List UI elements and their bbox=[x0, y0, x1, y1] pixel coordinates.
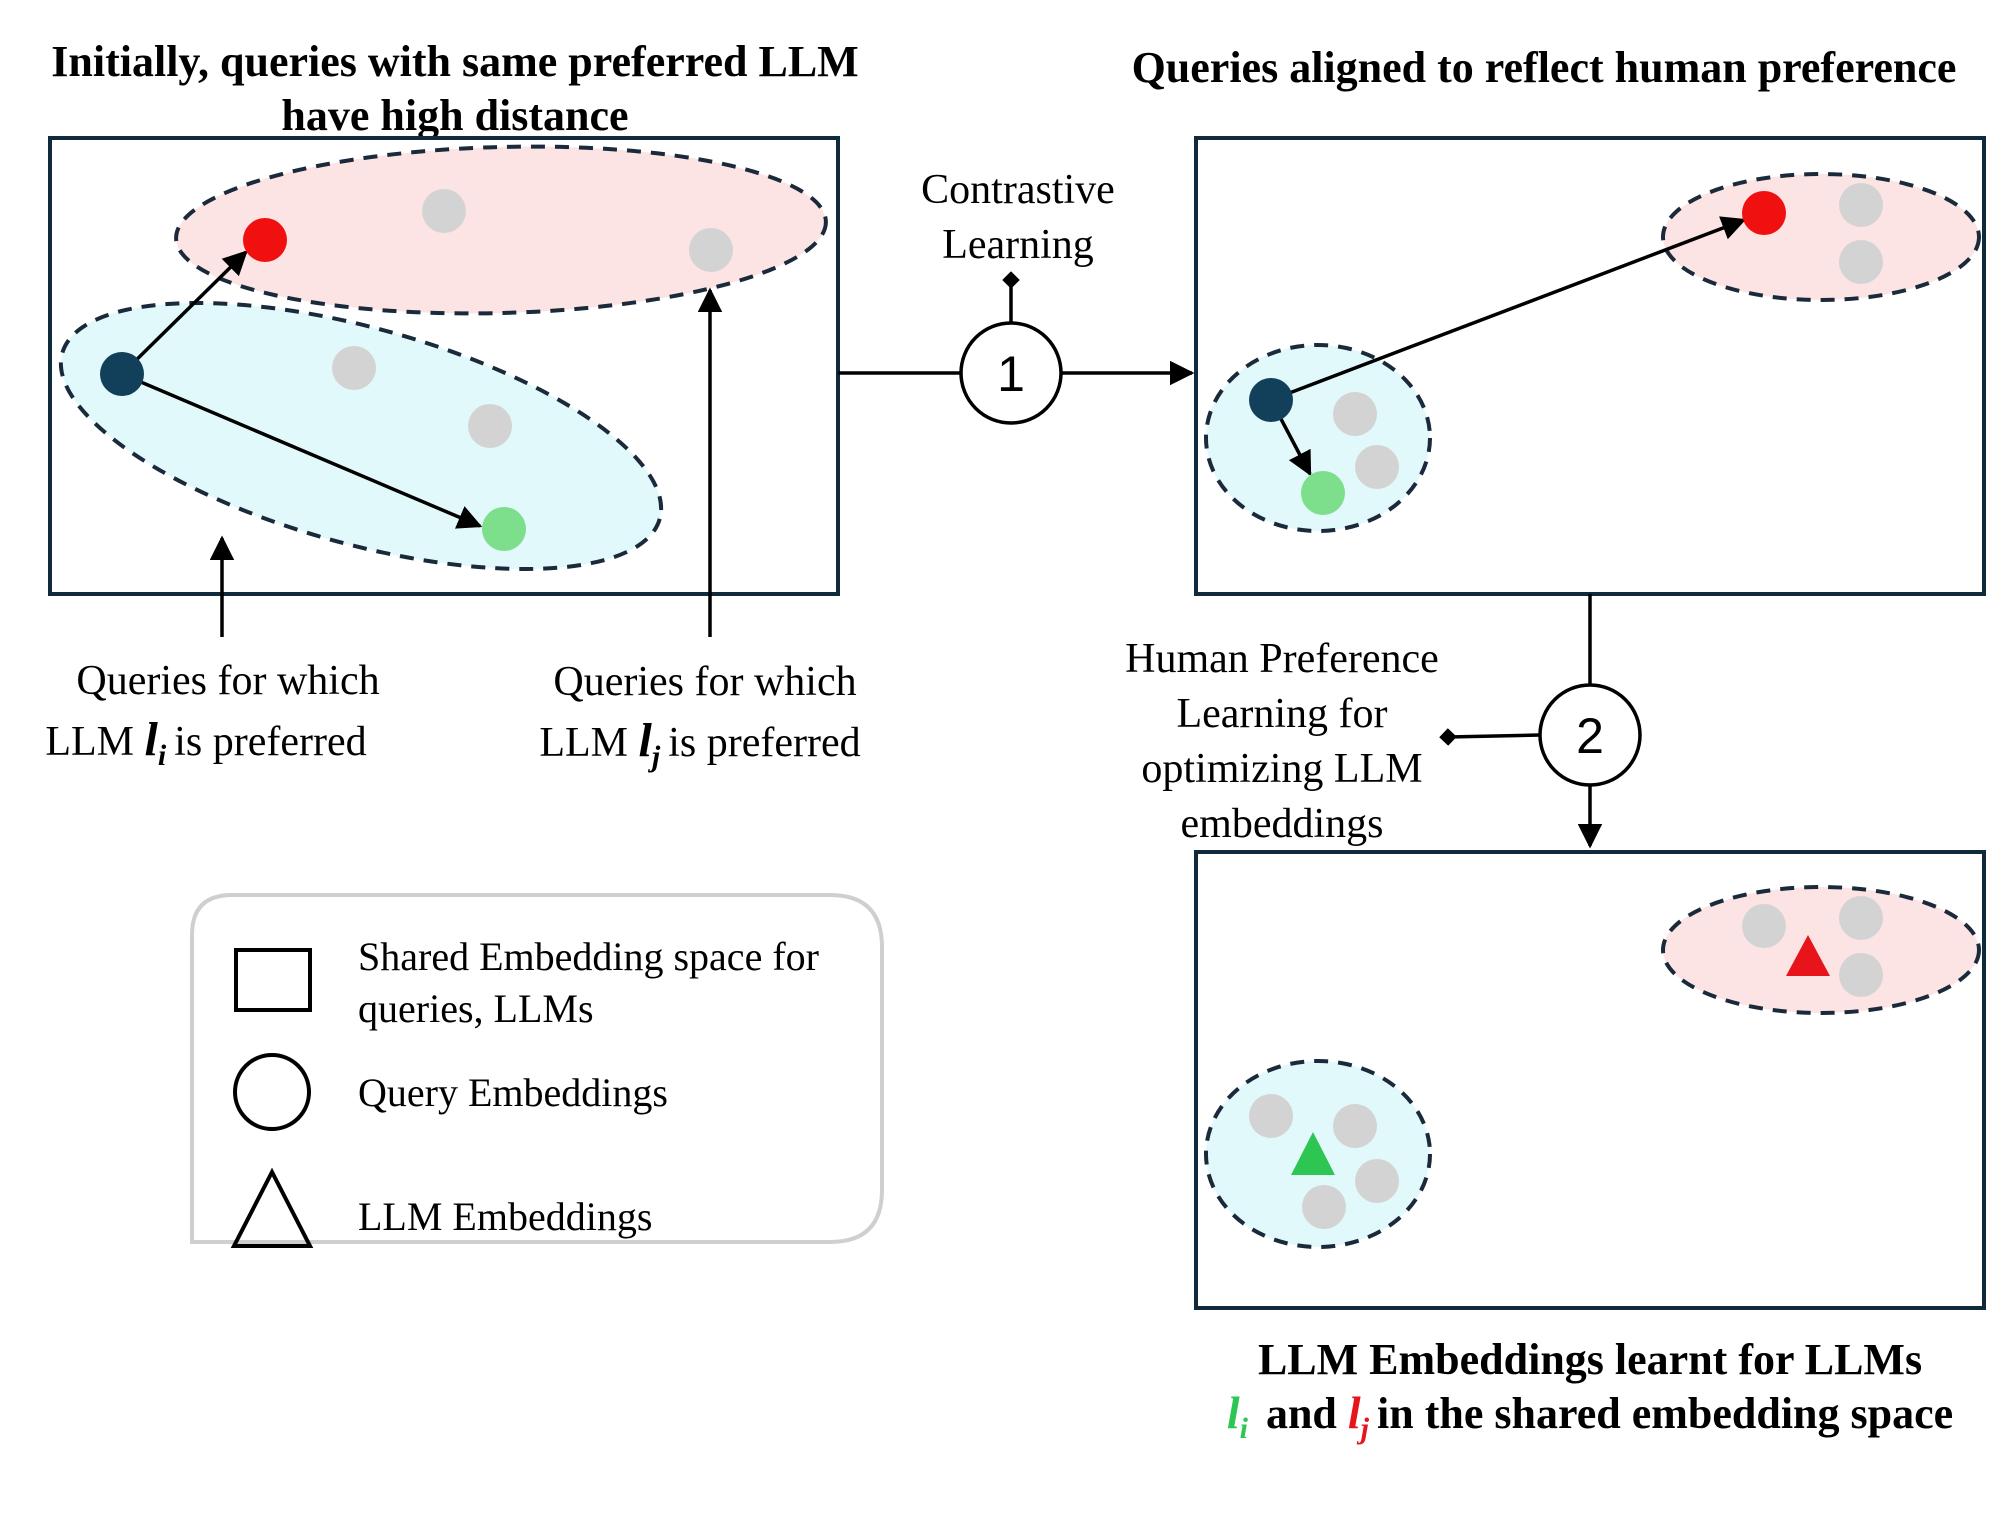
li-query-dot bbox=[482, 507, 526, 551]
initial-embedding-panel bbox=[48, 136, 840, 596]
lj-annotation-line1: Queries for which bbox=[553, 659, 856, 705]
cluster-lj-aligned bbox=[1661, 172, 1981, 302]
neutral-query-dot bbox=[1839, 183, 1883, 227]
cluster-lj-initial bbox=[174, 144, 828, 316]
legend-circle-label: Query Embeddings bbox=[358, 1070, 668, 1115]
distance-arrow-to-lj-query bbox=[120, 250, 248, 376]
left-panel-title-line1: Initially, queries with same preferred L… bbox=[51, 37, 858, 86]
step2-label-line1: Human Preference bbox=[1125, 636, 1439, 682]
step1-label-line2: Learning bbox=[942, 222, 1094, 268]
neutral-query-dot bbox=[1742, 904, 1786, 948]
neutral-query-dot bbox=[1355, 445, 1399, 489]
anchor-query-dot bbox=[1249, 378, 1293, 422]
anchor-query-dot bbox=[100, 352, 144, 396]
neutral-query-dot bbox=[1333, 1104, 1377, 1148]
left-panel-title-line2: have high distance bbox=[281, 91, 628, 140]
legend: Shared Embedding space for queries, LLMs… bbox=[190, 893, 884, 1248]
aligned-embedding-panel bbox=[1194, 136, 1986, 596]
neutral-query-dot bbox=[1249, 1094, 1293, 1138]
neutral-query-dot bbox=[689, 228, 733, 272]
step1-number: 1 bbox=[997, 346, 1025, 402]
right-panel-title: Queries aligned to reflect human prefere… bbox=[1132, 43, 1957, 92]
step1-badge bbox=[959, 321, 1063, 425]
lj-query-dot bbox=[1742, 191, 1786, 235]
neutral-query-dot bbox=[1839, 953, 1883, 997]
legend-square-icon bbox=[234, 948, 312, 1012]
learnt-llm-embedding-panel bbox=[1194, 850, 1986, 1310]
step2-label-line2: Learning for bbox=[1176, 691, 1387, 737]
step2-number: 2 bbox=[1576, 708, 1604, 764]
aligned-arrow-to-lj-query bbox=[1270, 216, 1747, 402]
step1-label-line1: Contrastive bbox=[921, 167, 1115, 213]
neutral-query-dot bbox=[422, 189, 466, 233]
legend-box bbox=[190, 893, 884, 1244]
legend-circle-icon bbox=[233, 1053, 311, 1131]
bottom-caption-line1: LLM Embeddings learnt for LLMs bbox=[1258, 1335, 1922, 1384]
neutral-query-dot bbox=[1333, 392, 1377, 436]
step2-label-stem bbox=[1439, 728, 1541, 746]
step2-label-line4: embeddings bbox=[1181, 801, 1384, 847]
legend-square-label-line2: queries, LLMs bbox=[358, 986, 594, 1031]
cluster-li-initial bbox=[58, 300, 664, 572]
li-annotation-line1: Queries for which bbox=[76, 658, 379, 704]
neutral-query-dot bbox=[1355, 1159, 1399, 1203]
legend-triangle-label: LLM Embeddings bbox=[358, 1194, 652, 1239]
lj-llm-embedding-triangle bbox=[1786, 935, 1830, 976]
li-query-dot bbox=[1301, 471, 1345, 515]
neutral-query-dot bbox=[1839, 896, 1883, 940]
legend-square-label-line1: Shared Embedding space for bbox=[358, 934, 819, 979]
cluster-lj-final bbox=[1661, 885, 1981, 1015]
step2-badge bbox=[1538, 683, 1642, 787]
legend-triangle-icon bbox=[230, 1167, 314, 1248]
neutral-query-dot bbox=[332, 346, 376, 390]
neutral-query-dot bbox=[1839, 240, 1883, 284]
neutral-query-dot bbox=[468, 404, 512, 448]
distance-arrow-to-li-query bbox=[121, 372, 483, 529]
step2-label-line3: optimizing LLM bbox=[1141, 746, 1422, 792]
lj-query-dot bbox=[243, 218, 287, 262]
neutral-query-dot bbox=[1302, 1185, 1346, 1229]
li-llm-embedding-triangle bbox=[1291, 1132, 1335, 1175]
